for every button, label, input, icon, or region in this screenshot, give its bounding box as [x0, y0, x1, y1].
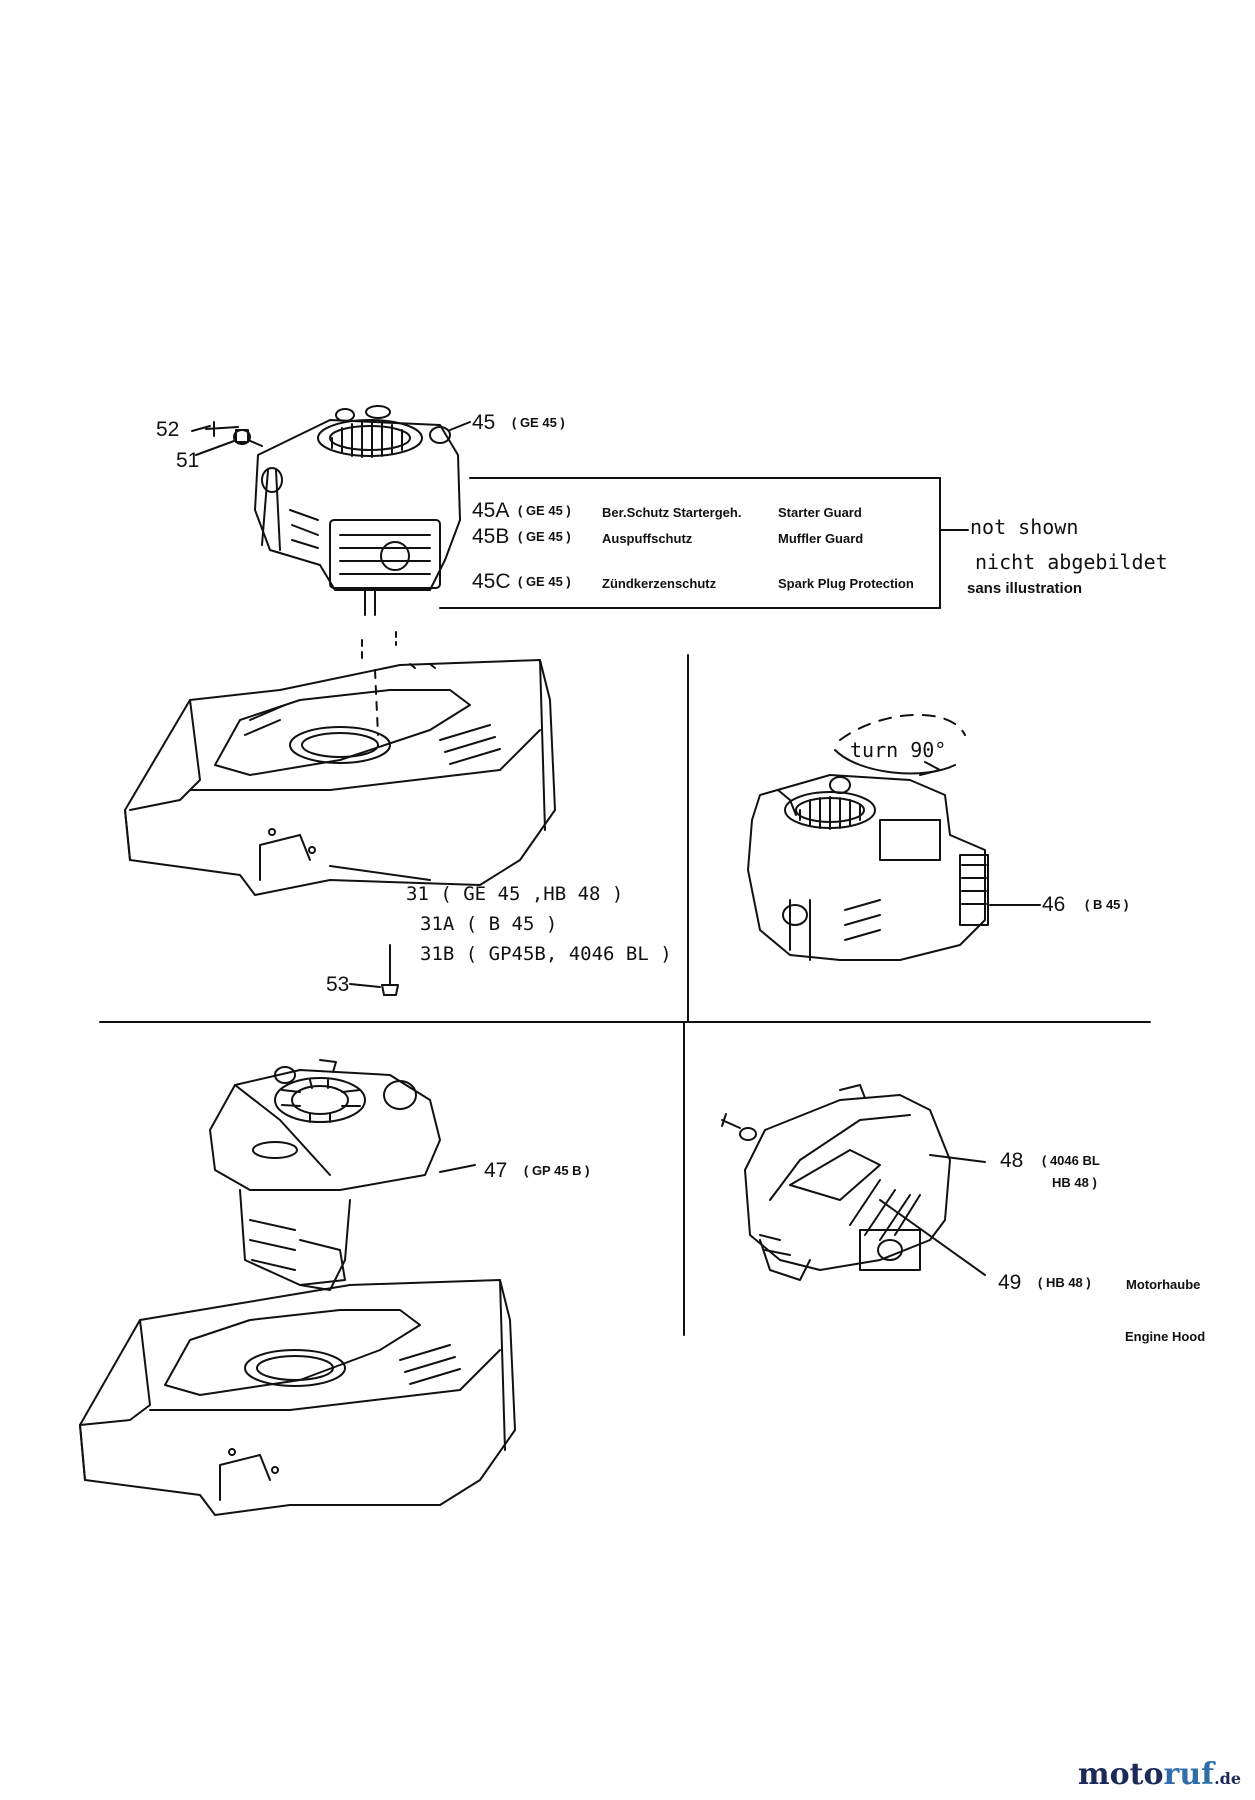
rotation-note: turn 90°: [850, 738, 947, 762]
engine-48-49-drawing: [721, 1084, 986, 1281]
callout-47: 47: [484, 1159, 508, 1182]
callout-51: 51: [176, 449, 200, 472]
motoruf-logo: motoruf.de: [1077, 1757, 1241, 1792]
row-45c-code: ( GE 45 ): [518, 574, 571, 589]
callout-47-code: ( GP 45 B ): [524, 1163, 590, 1178]
callout-48-code-2: HB 48 ): [1052, 1175, 1097, 1190]
deck-31-drawing: [124, 659, 556, 996]
row-45c-num: 45C: [472, 570, 511, 593]
callout-45: 45: [472, 411, 496, 434]
callout-48: 48: [1000, 1149, 1024, 1172]
callout-49: 49: [998, 1271, 1022, 1294]
row-45a-code: ( GE 45 ): [518, 503, 571, 518]
engine-47-drawing: [79, 1059, 516, 1516]
callout-52: 52: [156, 418, 180, 441]
callout-49-engine-hood: Engine Hood: [1125, 1329, 1206, 1344]
row-45b-num: 45B: [472, 525, 510, 548]
row-45b-de: Auspuffschutz: [602, 531, 693, 546]
engine-46-drawing: [747, 713, 1041, 961]
callout-31b: 31B ( GP45B, 4046 BL ): [420, 943, 672, 965]
row-45b-code: ( GE 45 ): [518, 529, 571, 544]
note-not-shown: not shown: [970, 515, 1079, 539]
callout-46: 46: [1042, 893, 1066, 916]
section-dividers: [99, 654, 1151, 1336]
row-45c-de: Zündkerzenschutz: [602, 576, 717, 591]
engine-45-drawing: [191, 405, 471, 736]
row-45a-de: Ber.Schutz Startergeh.: [602, 505, 742, 520]
callout-49-code: ( HB 48 ): [1038, 1275, 1091, 1290]
callout-31: 31 ( GE 45 ,HB 48 ): [406, 883, 624, 905]
row-45c-en: Spark Plug Protection: [778, 576, 914, 591]
not-shown-bracket: [439, 477, 969, 609]
row-45b-en: Muffler Guard: [778, 531, 864, 546]
row-45a-en: Starter Guard: [778, 505, 862, 520]
row-45a-num: 45A: [472, 499, 510, 522]
callout-48-code-1: ( 4046 BL: [1042, 1153, 1100, 1168]
note-nicht-abgebildet: nicht abgebildet: [975, 550, 1168, 574]
note-sans-illustration: sans illustration: [967, 580, 1083, 597]
callout-31a: 31A ( B 45 ): [420, 913, 558, 935]
callout-53: 53: [326, 973, 350, 996]
callout-46-code: ( B 45 ): [1085, 897, 1129, 912]
callout-45-code: ( GE 45 ): [512, 415, 565, 430]
callout-49-motorhaube: Motorhaube: [1126, 1277, 1201, 1292]
